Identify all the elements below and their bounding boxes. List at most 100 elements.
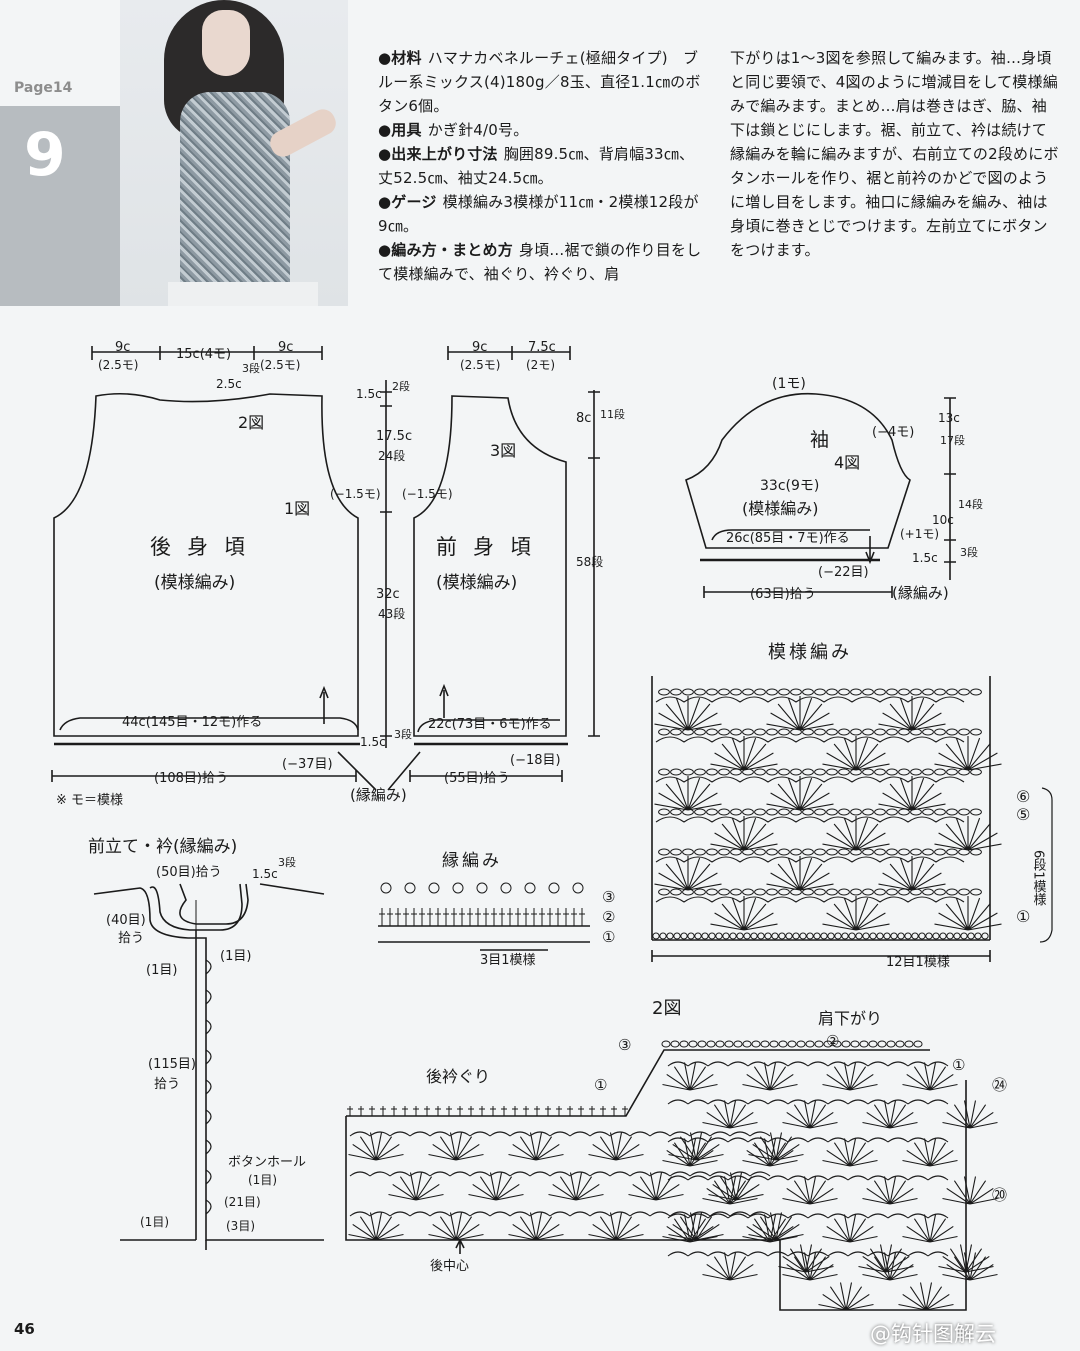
- edging-row-1: ①: [602, 928, 615, 946]
- pattern-chain-row: [874, 688, 886, 696]
- chart2-fan-stitch: [348, 1132, 404, 1161]
- back-width-right-motif: (2.5モ): [260, 358, 300, 372]
- pattern-number-badge: 9: [0, 106, 120, 306]
- pattern-chain-row: [658, 848, 670, 856]
- edging-chart-title: 縁編み: [442, 851, 502, 871]
- sleeve-h1-rows: 17段: [940, 433, 965, 447]
- pattern-chain-row: [802, 728, 814, 736]
- pattern-foundation-chain: [729, 932, 737, 940]
- chart2-shoulder-chain: [877, 1040, 887, 1048]
- chart2-fan-stitch: [702, 1176, 758, 1205]
- chart2-shoulder: 肩下がり: [818, 1009, 882, 1028]
- chart2-shoulder-chain: [787, 1040, 797, 1048]
- pattern-foundation-chain: [876, 932, 884, 940]
- front-body-subtitle: (模様編み): [436, 573, 517, 593]
- chart2-chain-arc: [667, 1137, 949, 1143]
- pattern-chain-row: [934, 808, 946, 816]
- sleeve-h2: 10c: [932, 513, 954, 527]
- pattern-fan-stitch: [654, 856, 722, 891]
- pattern-foundation-chain: [925, 932, 933, 940]
- pattern-chain-row: [694, 808, 706, 816]
- pattern-chain-row: [958, 768, 970, 776]
- pattern-chain-row: [886, 688, 898, 696]
- instruction-item: ●材料ハマナカベネルーチェ(極細タイプ) ブルー系ミックス(4)180g／8玉、…: [378, 46, 706, 118]
- pattern-chain-row: [814, 728, 826, 736]
- pattern-chain-row: [910, 688, 922, 696]
- front-neck-rows: 11段: [600, 407, 625, 421]
- pattern-chain-row: [862, 888, 874, 896]
- pattern-chain-row: [970, 728, 982, 736]
- pattern-chain-arc: [655, 696, 965, 703]
- band-stitch-loop: [205, 1199, 212, 1215]
- chart2-row-24: ㉔: [992, 1076, 1007, 1094]
- back-neck-depth: 2.5c: [216, 377, 242, 391]
- band-stitch-loop: [205, 1019, 212, 1035]
- pattern-chain-row: [826, 888, 838, 896]
- sleeve-h2-rows: 14段: [958, 497, 983, 511]
- pattern-chain-row: [802, 768, 814, 776]
- pattern-chain-row: [934, 768, 946, 776]
- instruction-heading: ●ゲージ: [378, 193, 437, 211]
- pattern-chain-row: [658, 768, 670, 776]
- chart2-row-20: ⑳: [992, 1186, 1007, 1204]
- pattern-chain-row: [778, 688, 790, 696]
- pattern-chain-arc: [655, 896, 965, 903]
- chart2-fan-stitch: [938, 1244, 994, 1273]
- instruction-text: 模様編み3模様が11㎝・2模様12段が9㎝。: [378, 193, 699, 235]
- pattern-chain-row: [790, 768, 802, 776]
- chart2-fan-stitch: [662, 1062, 718, 1091]
- pattern-row-6: ⑥: [1016, 787, 1030, 806]
- front-width-right-motif: (2モ): [526, 358, 555, 372]
- sleeve-h1: 13c: [938, 411, 960, 425]
- chart2-fan-stitch: [742, 1138, 798, 1167]
- body-edging-label: (縁編み): [350, 786, 407, 804]
- pattern-chain-row: [838, 768, 850, 776]
- chart2-row-1a: ①: [594, 1076, 607, 1094]
- pattern-chain-row: [778, 848, 790, 856]
- pattern-row-5: ⑤: [1016, 805, 1030, 824]
- front-band-one-st-left: (1目): [146, 963, 177, 978]
- chart2-chain-arc: [667, 1213, 949, 1219]
- pattern-chain-row: [970, 688, 982, 696]
- chart2-chain-arc: [667, 1061, 949, 1067]
- pattern-chain-row: [742, 888, 754, 896]
- pattern-chain-row: [898, 768, 910, 776]
- sleeve-base-chain: 26c(85目・7モ)作る: [726, 531, 850, 546]
- chart2-shoulder-chain: [742, 1040, 752, 1048]
- dim-2-rows: 24段: [378, 448, 405, 463]
- pattern-chain-row: [778, 768, 790, 776]
- pattern-foundation-chain: [687, 932, 695, 940]
- edging-picot: [404, 882, 416, 894]
- edging-row-2: ②: [602, 908, 615, 926]
- pattern-fan-stitch: [710, 736, 778, 771]
- pattern-chain-row: [922, 728, 934, 736]
- edging-picot: [548, 882, 560, 894]
- chart2-shoulder-chain: [823, 1040, 833, 1048]
- front-band-one-st-right: (1目): [220, 949, 251, 964]
- pattern-chain-row: [706, 888, 718, 896]
- instruction-item: ●編み方・まとめ方身頃…裾で鎖の作り目をして模様編みで、袖ぐり、衿ぐり、肩: [378, 238, 706, 286]
- pattern-chain-row: [958, 848, 970, 856]
- instruction-heading: ●編み方・まとめ方: [378, 241, 513, 259]
- page-number: 46: [14, 1320, 35, 1338]
- pattern-chain-row: [682, 728, 694, 736]
- pattern-chain-arc: [655, 816, 965, 823]
- chart2-fan-stitch: [778, 1244, 834, 1273]
- pattern-chain-row: [934, 688, 946, 696]
- chart2-row-2: ②: [826, 1032, 839, 1050]
- pattern-chain-row: [886, 848, 898, 856]
- pattern-foundation-chain: [939, 932, 947, 940]
- sleeve-outline: [685, 392, 911, 549]
- pattern-chain-row: [718, 888, 730, 896]
- instruction-item: ●出来上がり寸法胸囲89.5㎝、背肩幅33㎝、丈52.5㎝、袖丈24.5㎝。: [378, 142, 706, 190]
- dim-2: 17.5c: [376, 429, 412, 444]
- instructions-column-1: ●材料ハマナカベネルーチェ(極細タイプ) ブルー系ミックス(4)180g／8玉、…: [378, 46, 706, 286]
- chart2-chain-arc: [349, 1211, 771, 1217]
- pattern-chain-row: [754, 728, 766, 736]
- sleeve-width: 33c(9モ): [760, 478, 819, 494]
- pattern-chain-row: [922, 768, 934, 776]
- pattern-chain-row: [910, 768, 922, 776]
- chart2-fan-stitch: [742, 1062, 798, 1091]
- pattern-foundation-chain: [974, 932, 982, 940]
